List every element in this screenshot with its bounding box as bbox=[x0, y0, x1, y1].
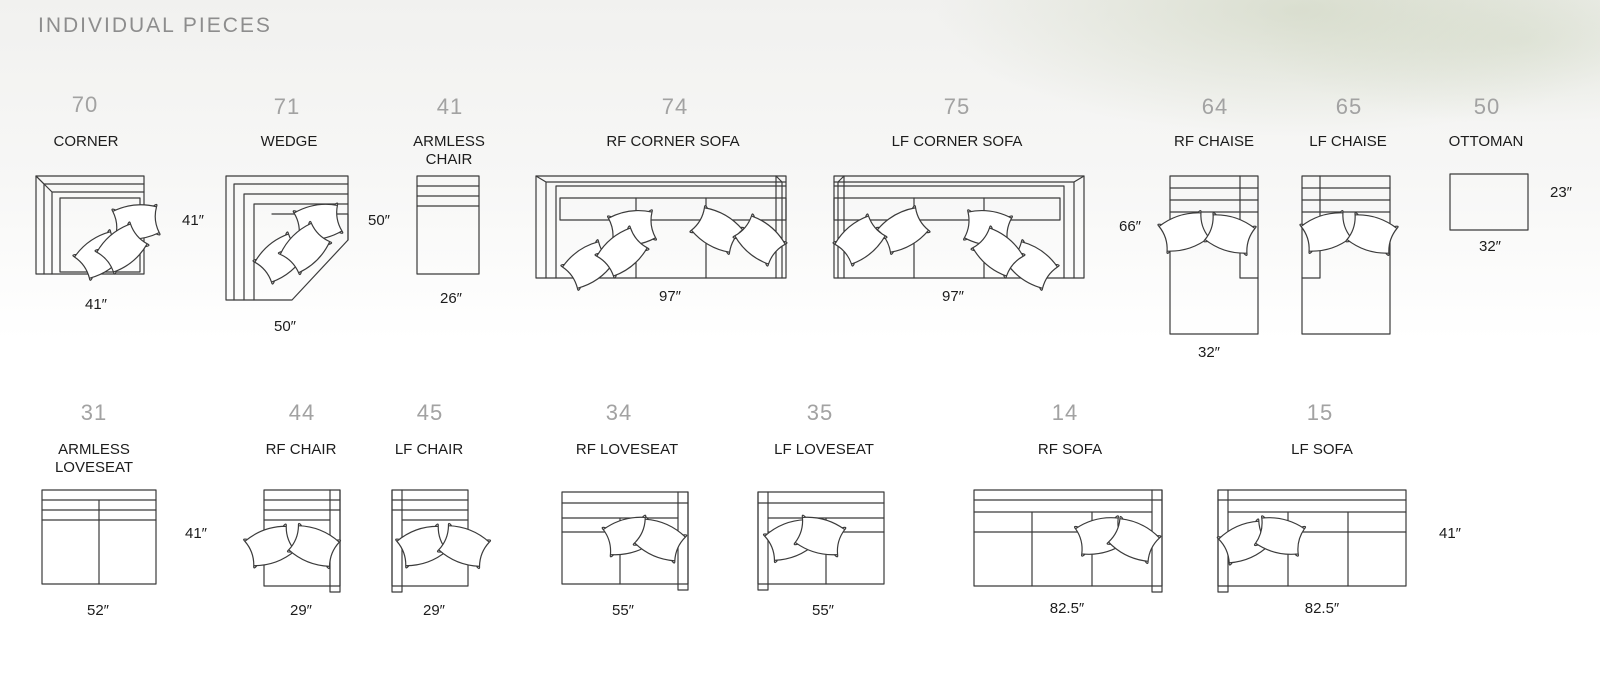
piece-number-lf-chair: 45 bbox=[416, 400, 444, 425]
wedge-drawing bbox=[226, 176, 348, 300]
armless-loveseat-drawing bbox=[42, 490, 156, 584]
rf-corner-sofa-drawing bbox=[536, 176, 789, 293]
piece-number-armless-loveseat: 31 bbox=[80, 400, 108, 425]
depth-label-armless-loveseat: 41″ bbox=[185, 525, 207, 542]
piece-number-rf-sofa: 14 bbox=[1051, 400, 1079, 425]
depth-label-ottoman: 23″ bbox=[1550, 184, 1572, 201]
width-label-lf-loveseat: 55″ bbox=[812, 602, 834, 619]
piece-number-lf-corner-sofa: 75 bbox=[943, 94, 971, 119]
width-label-lf-chair: 29″ bbox=[423, 602, 445, 619]
piece-number-armless-chair: 41 bbox=[436, 94, 464, 119]
width-label-rf-loveseat: 55″ bbox=[612, 602, 634, 619]
width-label-corner: 41″ bbox=[85, 296, 107, 313]
width-label-armless-loveseat: 52″ bbox=[87, 602, 109, 619]
piece-number-corner: 70 bbox=[71, 92, 99, 117]
piece-name-wedge: WEDGE bbox=[260, 133, 318, 150]
width-label-rf-corner-sofa: 97″ bbox=[659, 288, 681, 305]
piece-number-rf-chair: 44 bbox=[288, 400, 316, 425]
width-label-lf-corner-sofa: 97″ bbox=[942, 288, 964, 305]
piece-name-lf-corner-sofa: LF CORNER SOFA bbox=[891, 133, 1023, 150]
piece-name-lf-chaise: LF CHAISE bbox=[1309, 133, 1387, 150]
ottoman-drawing bbox=[1450, 174, 1528, 230]
section-title: INDIVIDUAL PIECES bbox=[38, 14, 272, 37]
lf-loveseat-drawing bbox=[758, 492, 884, 590]
rf-sofa-drawing bbox=[974, 490, 1162, 592]
depth-label-wedge: 50″ bbox=[368, 212, 390, 229]
armless-chair-drawing bbox=[417, 176, 479, 274]
rf-chair-drawing bbox=[242, 490, 342, 592]
width-label-rf-chair: 29″ bbox=[290, 602, 312, 619]
piece-number-rf-chaise: 64 bbox=[1201, 94, 1229, 119]
corner-drawing bbox=[36, 176, 161, 283]
piece-number-wedge: 71 bbox=[273, 94, 301, 119]
piece-name-corner: CORNER bbox=[53, 133, 119, 150]
lf-chaise-drawing bbox=[1298, 176, 1400, 334]
lf-chair-drawing bbox=[392, 490, 492, 592]
piece-number-rf-corner-sofa: 74 bbox=[661, 94, 689, 119]
width-label-ottoman: 32″ bbox=[1479, 238, 1501, 255]
rf-chaise-drawing bbox=[1156, 176, 1258, 334]
piece-name-rf-chair: RF CHAIR bbox=[265, 441, 337, 458]
piece-name-rf-chaise: RF CHAISE bbox=[1173, 133, 1255, 150]
piece-name-armless-chair: ARMLESS CHAIR bbox=[413, 133, 485, 168]
piece-number-rf-loveseat: 34 bbox=[605, 400, 633, 425]
lf-sofa-drawing bbox=[1215, 490, 1406, 592]
piece-name-armless-loveseat: ARMLESS LOVESEAT bbox=[54, 441, 134, 476]
piece-name-lf-sofa: LF SOFA bbox=[1291, 441, 1353, 458]
depth-label-lf-sofa: 41″ bbox=[1439, 525, 1461, 542]
piece-number-lf-chaise: 65 bbox=[1335, 94, 1363, 119]
width-label-wedge: 50″ bbox=[274, 318, 296, 335]
piece-name-rf-sofa: RF SOFA bbox=[1037, 441, 1103, 458]
rf-loveseat-drawing bbox=[562, 492, 688, 590]
width-label-lf-sofa: 82.5″ bbox=[1304, 600, 1340, 617]
piece-name-rf-corner-sofa: RF CORNER SOFA bbox=[606, 133, 740, 150]
piece-number-lf-sofa: 15 bbox=[1306, 400, 1334, 425]
piece-number-ottoman: 50 bbox=[1473, 94, 1501, 119]
piece-name-lf-loveseat: LF LOVESEAT bbox=[774, 441, 874, 458]
lf-corner-sofa-drawing bbox=[831, 176, 1084, 293]
depth-label-corner: 41″ bbox=[182, 212, 204, 229]
piece-name-rf-loveseat: RF LOVESEAT bbox=[575, 441, 679, 458]
depth-label-rf-chaise: 66″ bbox=[1119, 218, 1141, 235]
piece-name-ottoman: OTTOMAN bbox=[1448, 133, 1524, 150]
width-label-rf-sofa: 82.5″ bbox=[1049, 600, 1085, 617]
width-label-armless-chair: 26″ bbox=[440, 290, 462, 307]
piece-number-lf-loveseat: 35 bbox=[806, 400, 834, 425]
width-label-rf-chaise: 32″ bbox=[1198, 344, 1220, 361]
piece-name-lf-chair: LF CHAIR bbox=[394, 441, 464, 458]
